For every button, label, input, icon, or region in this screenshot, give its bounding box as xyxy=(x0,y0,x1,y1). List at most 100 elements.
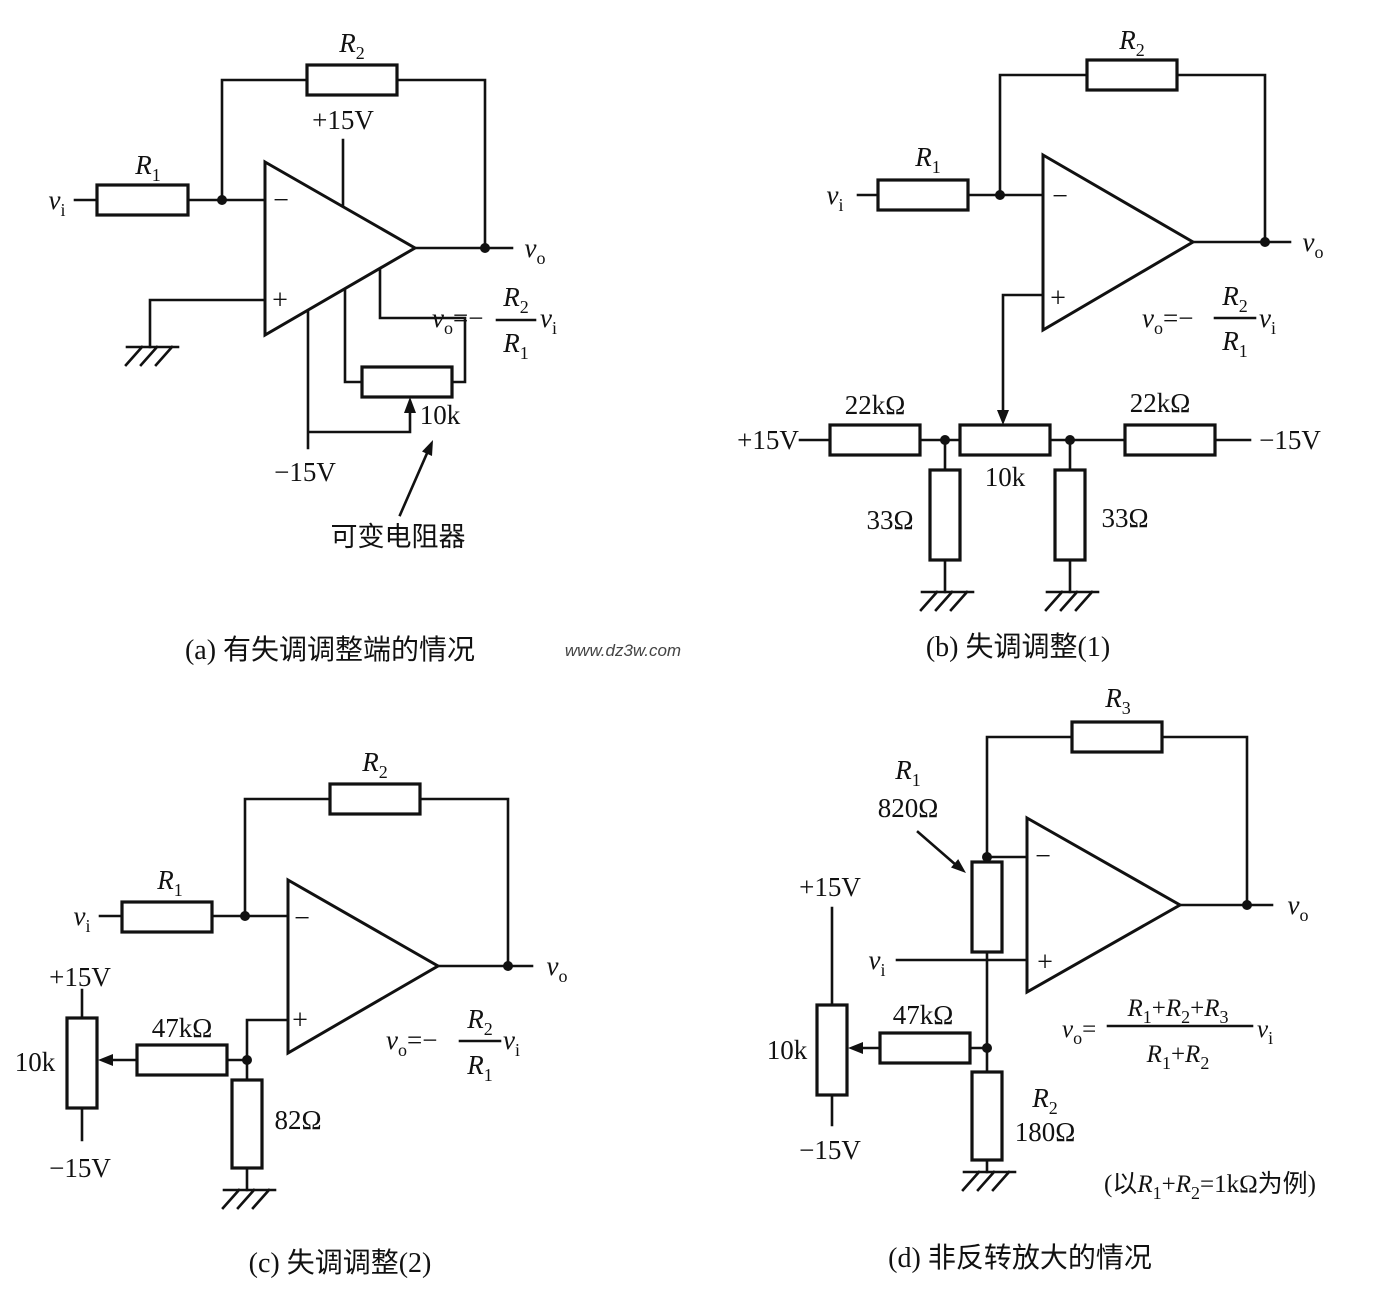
formula-lhs: vo=− xyxy=(386,1025,437,1060)
formula-equals: =− xyxy=(407,1025,437,1055)
variable-resistor xyxy=(815,1003,849,1097)
formula-denominator: R1 xyxy=(502,328,529,363)
gain-formula: vo=− R2 R1 vi xyxy=(1142,281,1276,361)
label-base: v xyxy=(827,180,839,210)
junction-dot xyxy=(982,852,992,862)
junction-dot xyxy=(242,1055,252,1065)
label-subscript: 1 xyxy=(520,343,529,363)
label-base: R xyxy=(1031,1083,1049,1113)
note-part: R xyxy=(1175,1171,1191,1198)
ground-symbol xyxy=(221,1188,277,1210)
den-part: + xyxy=(1171,1041,1185,1068)
supply-negative-label: −15V xyxy=(1259,425,1321,455)
r2-label: R2 xyxy=(1118,25,1145,60)
variable-resistor xyxy=(360,365,454,399)
callout-arrowhead xyxy=(422,440,433,456)
output-label: vo xyxy=(525,233,546,268)
junction-dot xyxy=(995,190,1005,200)
label-subscript: o xyxy=(444,318,453,338)
label-subscript: 1 xyxy=(174,880,183,900)
resistor-r2 xyxy=(970,1070,1004,1162)
label-subscript: i xyxy=(552,318,557,338)
num-part: 1 xyxy=(1143,1007,1152,1027)
op-amp xyxy=(286,877,442,1056)
label-base: R xyxy=(914,142,932,172)
watermark: www.dz3w.com xyxy=(565,641,681,660)
resistor-22k-positive xyxy=(828,423,922,457)
label-base: R xyxy=(502,282,520,312)
resistor-r2 xyxy=(305,63,399,97)
label-subscript: 2 xyxy=(520,297,529,317)
label-base: v xyxy=(547,951,559,981)
label-subscript: 3 xyxy=(1122,698,1131,718)
r2-label: R2 xyxy=(1031,1083,1058,1118)
label-subscript: 2 xyxy=(1049,1098,1058,1118)
label-base: v xyxy=(503,1025,515,1055)
output-label: vo xyxy=(1288,890,1309,925)
label-subscript: i xyxy=(60,200,65,220)
num-part: 2 xyxy=(1181,1007,1190,1027)
junction-dot xyxy=(217,195,227,205)
input-label: vi xyxy=(49,185,66,220)
label-subscript: i xyxy=(1271,318,1276,338)
label-base: R xyxy=(156,865,174,895)
inverting-input-sign: − xyxy=(1052,181,1068,212)
variable-resistor xyxy=(958,423,1052,457)
resistor-33-left xyxy=(928,468,962,562)
supply-negative-label: −15V xyxy=(274,457,336,487)
label-base: R xyxy=(134,150,152,180)
variable-resistor xyxy=(65,1016,99,1110)
resistor-r1 xyxy=(876,178,970,212)
series-resistor-value-label: 47kΩ xyxy=(893,1000,954,1030)
label-subscript: 1 xyxy=(152,165,161,185)
r1-value-label: 820Ω xyxy=(878,793,939,823)
formula-denominator: R1 xyxy=(466,1050,493,1085)
den-part: R xyxy=(1184,1041,1200,1068)
op-amp xyxy=(1025,815,1184,995)
circuit-b: vi vo R1 R2 − + +15V −15V 22kΩ 22kΩ 33Ω … xyxy=(737,25,1323,663)
label-subscript: i xyxy=(880,960,885,980)
supply-positive-label: +15V xyxy=(312,105,374,135)
formula-equals: =− xyxy=(453,303,483,333)
resistor-r1 xyxy=(120,900,214,934)
label-base: R xyxy=(466,1050,484,1080)
r2-label: R2 xyxy=(338,28,365,63)
formula-rhs: vi xyxy=(540,303,557,338)
label-base: R xyxy=(1221,326,1239,356)
r1-callout-arrowhead xyxy=(951,859,966,873)
ground-symbol xyxy=(124,345,180,367)
r-positive-value-label: 22kΩ xyxy=(845,390,906,420)
label-subscript: 1 xyxy=(912,770,921,790)
label-subscript: 2 xyxy=(1136,40,1145,60)
label-subscript: i xyxy=(85,916,90,936)
wiper-arrow xyxy=(997,410,1009,425)
formula-lhs: vo=− xyxy=(432,303,483,338)
figure-caption: (a) 有失调调整端的情况 xyxy=(185,634,475,666)
note-part: 1 xyxy=(1153,1183,1162,1203)
num-part: 3 xyxy=(1220,1007,1229,1027)
num-part: R xyxy=(1165,995,1181,1022)
label-subscript: o xyxy=(558,966,567,986)
note-part: (以 xyxy=(1104,1171,1137,1198)
resistor-r2 xyxy=(328,782,422,816)
r1-label: R1 xyxy=(894,755,921,790)
input-label: vi xyxy=(869,945,886,980)
ground-symbol xyxy=(919,590,975,612)
gain-formula: vo=− R2 R1 vi xyxy=(432,282,557,363)
num-part: + xyxy=(1152,995,1166,1022)
gain-formula: vo= R1+R2+R3 R1+R2 vi xyxy=(1062,995,1273,1073)
label-base: v xyxy=(432,303,444,333)
den-part: R xyxy=(1146,1041,1162,1068)
resistor-r3 xyxy=(1070,720,1164,754)
label-base: R xyxy=(338,28,356,58)
shunt-left-value-label: 33Ω xyxy=(866,505,913,535)
junction-dot xyxy=(940,435,950,445)
ground-symbol xyxy=(961,1170,1017,1192)
label-base: R xyxy=(1118,25,1136,55)
formula-equals: = xyxy=(1082,1016,1096,1043)
junction-dot xyxy=(1260,237,1270,247)
inverting-input-sign: − xyxy=(273,185,289,216)
label-base: v xyxy=(1142,303,1154,333)
label-subscript: 2 xyxy=(356,43,365,63)
label-base: R xyxy=(1221,281,1239,311)
